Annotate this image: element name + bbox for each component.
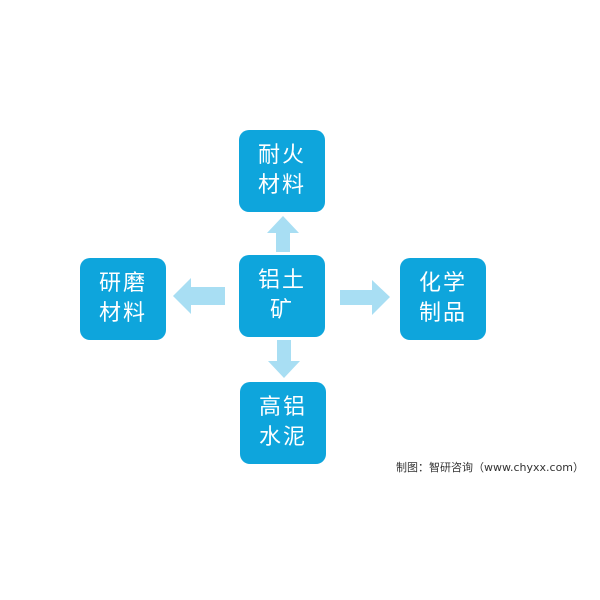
node-label-line1: 化学 bbox=[418, 271, 467, 296]
node-bauxite: 铝土 矿 bbox=[239, 255, 325, 337]
node-label-line2: 矿 bbox=[269, 298, 294, 323]
node-label-line1: 高铝 bbox=[258, 395, 307, 420]
node-label-line2: 水泥 bbox=[258, 425, 307, 450]
node-label-line1: 研磨 bbox=[98, 271, 147, 296]
node-label-line1: 耐火 bbox=[257, 143, 306, 168]
arrow-left bbox=[173, 278, 225, 314]
node-refractory-materials: 耐火 材料 bbox=[239, 130, 325, 212]
node-abrasive-materials: 研磨 材料 bbox=[80, 258, 166, 340]
node-label-line2: 材料 bbox=[257, 173, 306, 198]
node-label-line1: 铝土 bbox=[257, 268, 306, 293]
node-label-line2: 材料 bbox=[98, 301, 147, 326]
arrow-down bbox=[268, 340, 300, 378]
node-label-line2: 制品 bbox=[418, 301, 467, 326]
arrow-up bbox=[267, 216, 299, 252]
source-credit: 制图：智研咨询（www.chyxx.com） bbox=[396, 461, 585, 474]
arrow-right bbox=[340, 280, 390, 315]
node-chemical-products: 化学 制品 bbox=[400, 258, 486, 340]
node-high-alumina-cement: 高铝 水泥 bbox=[240, 382, 326, 464]
